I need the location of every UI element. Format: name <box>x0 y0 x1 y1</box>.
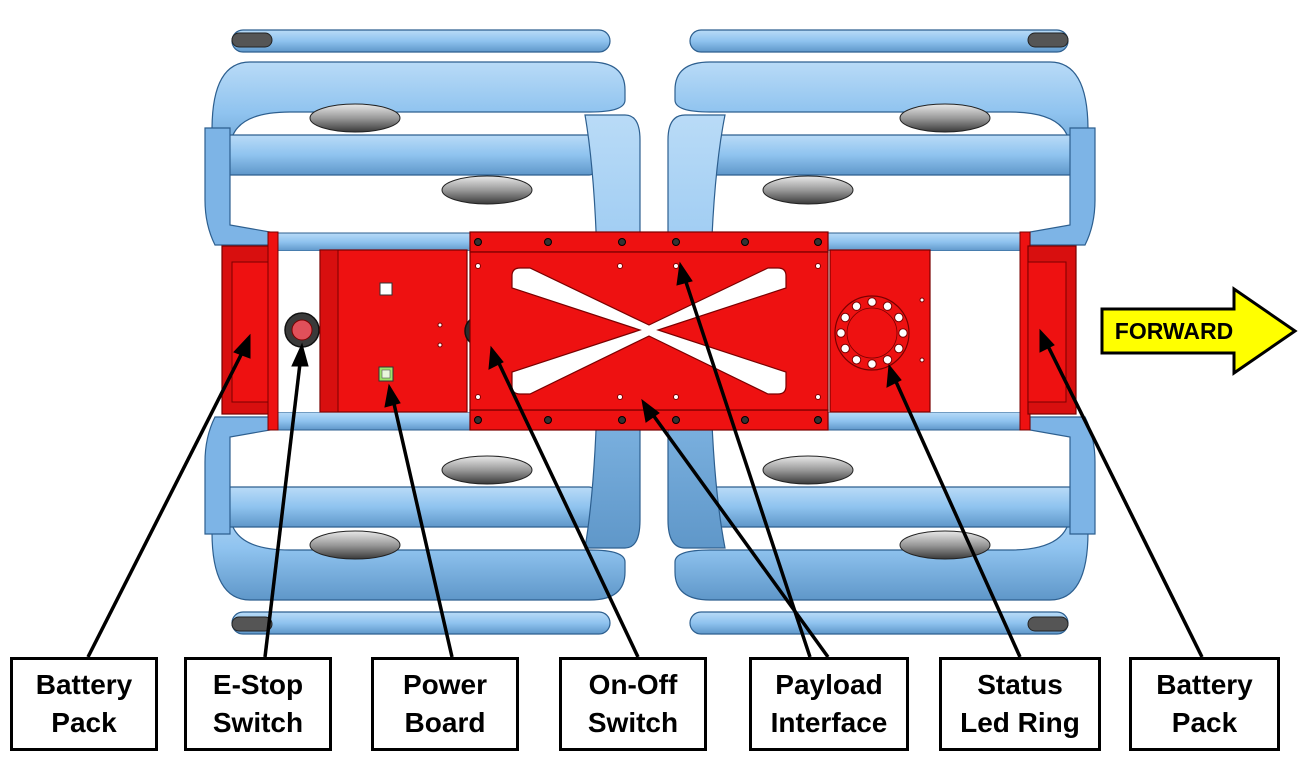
callout-arrow-left-battery-pack <box>86 344 248 658</box>
payload-hole <box>617 263 623 269</box>
board-hole <box>919 357 925 363</box>
label-line: Switch <box>587 707 679 738</box>
status-led <box>894 312 904 323</box>
label-line: Switch <box>212 707 304 738</box>
payload-bolt <box>544 238 552 246</box>
status-led <box>840 312 850 323</box>
lower-left-leg <box>204 416 626 635</box>
callout-arrow-power-board <box>390 394 454 658</box>
left-battery-pack <box>221 231 279 431</box>
payload-bolt <box>814 416 822 424</box>
payload-bolt <box>672 238 680 246</box>
label-line: E-Stop <box>212 669 304 700</box>
label-line: Board <box>404 707 486 738</box>
status-led <box>851 355 862 365</box>
label-on-off-switch: On-Off Switch <box>559 657 707 751</box>
callout-arrow-payload-interface-2 <box>681 272 812 658</box>
forward-arrow-label: FORWARD <box>1114 318 1234 344</box>
payload-hole <box>475 394 481 400</box>
status-led-ring <box>829 249 931 413</box>
callout-arrow-right-battery-pack <box>1043 339 1204 658</box>
label-line: Pack <box>1171 707 1238 738</box>
board-hole <box>919 297 925 303</box>
status-led <box>894 343 904 354</box>
label-line: Power <box>402 669 488 700</box>
callout-arrow-status-led-ring <box>891 374 1022 658</box>
status-led <box>851 301 862 311</box>
payload-hole <box>815 394 821 400</box>
label-line: Payload <box>775 669 883 700</box>
payload-hole <box>617 394 623 400</box>
status-led <box>867 359 877 369</box>
label-battery-pack-right: Battery Pack <box>1129 657 1280 751</box>
label-power-board: Power Board <box>371 657 519 751</box>
label-line: Battery <box>1156 669 1253 700</box>
lower-right-leg <box>674 416 1096 635</box>
power-board <box>319 249 468 413</box>
label-line: Pack <box>51 707 117 738</box>
callout-arrow-e-stop-switch <box>263 354 303 658</box>
payload-bolt <box>618 238 626 246</box>
label-battery-pack-left: Battery Pack <box>10 657 158 751</box>
status-led <box>867 297 877 307</box>
right-battery-pack <box>1019 231 1077 431</box>
label-payload-interface: Payload Interface <box>749 657 909 751</box>
e-stop-switch <box>284 312 333 348</box>
payload-bolt <box>741 238 749 246</box>
upper-right-leg <box>674 29 1096 246</box>
status-led <box>882 301 893 311</box>
payload-bolt <box>474 416 482 424</box>
upper-left-leg <box>204 29 626 246</box>
status-led <box>836 328 846 338</box>
label-e-stop-switch: E-Stop Switch <box>184 657 332 751</box>
payload-hole <box>475 263 481 269</box>
payload-bolt <box>544 416 552 424</box>
payload-hole <box>673 263 679 269</box>
forward-arrow <box>1100 286 1298 376</box>
payload-bolt <box>474 238 482 246</box>
payload-bolt <box>814 238 822 246</box>
status-led <box>882 355 893 365</box>
label-line: Battery <box>35 669 133 700</box>
payload-bolt <box>741 416 749 424</box>
label-line: Led Ring <box>960 707 1080 738</box>
label-line: Interface <box>770 707 888 738</box>
payload-hole <box>673 394 679 400</box>
callout-arrows <box>86 261 1204 659</box>
callout-arrow-on-off-switch <box>494 356 640 658</box>
label-status-led-ring: Status Led Ring <box>939 657 1101 751</box>
status-led <box>840 343 850 354</box>
label-line: On-Off <box>588 669 678 700</box>
label-line: Status <box>977 669 1063 700</box>
payload-bolt <box>618 416 626 424</box>
status-led <box>898 328 908 338</box>
payload-hole <box>815 263 821 269</box>
payload-bolt <box>672 416 680 424</box>
board-hole <box>437 342 443 348</box>
board-hole <box>437 322 443 328</box>
